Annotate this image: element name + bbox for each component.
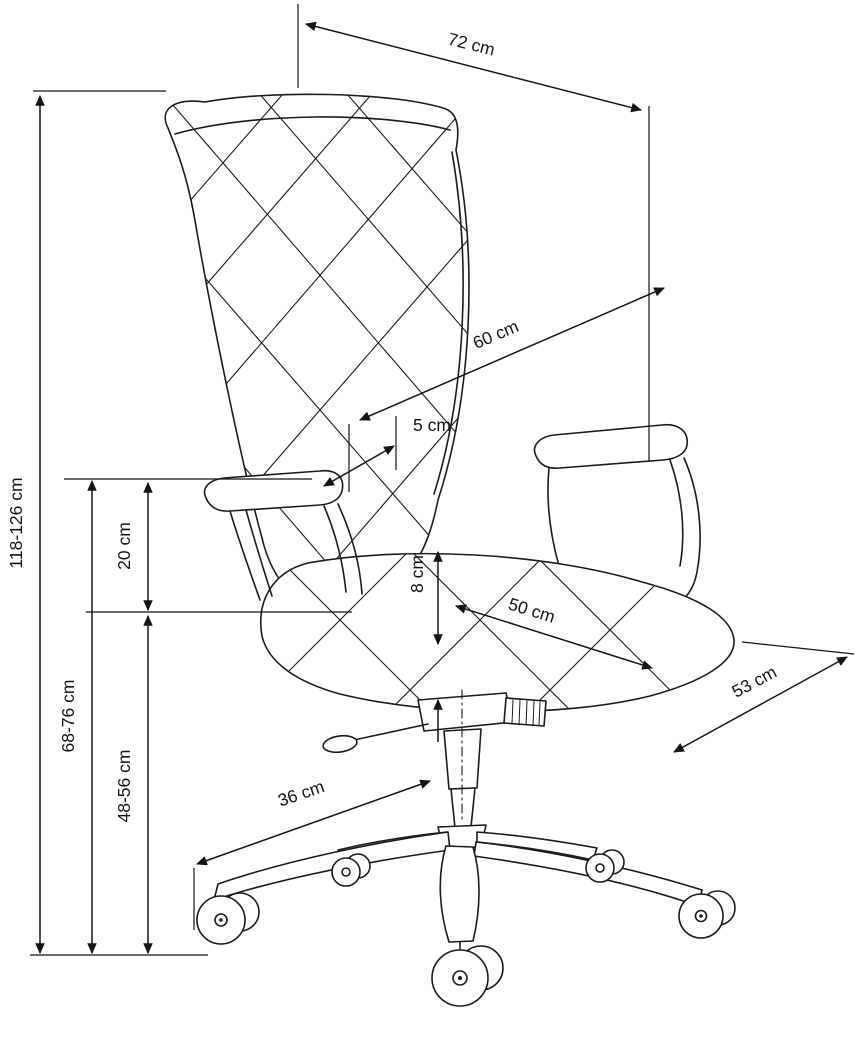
caster-right xyxy=(678,890,736,939)
chair-armrest-left xyxy=(203,469,363,601)
chair-base xyxy=(213,831,703,943)
backrest-top-roll xyxy=(174,116,451,135)
label-armrest-height: 68-76 cm xyxy=(58,680,78,753)
gas-lift-lower xyxy=(450,787,476,829)
tilt-lever-grip xyxy=(322,734,358,754)
label-armrest-offset: 5 cm xyxy=(413,415,451,435)
label-seat-depth: 53 cm xyxy=(728,662,779,702)
caster-left xyxy=(196,892,260,945)
chair-casters xyxy=(196,849,736,1007)
witness-53cm xyxy=(741,641,855,655)
label-base-leg: 36 cm xyxy=(275,776,327,810)
gas-lift-upper xyxy=(443,728,482,790)
label-top-width: 72 cm xyxy=(446,29,497,60)
dimension-line-armrest-offset xyxy=(323,445,395,487)
caster-back-right xyxy=(585,849,625,883)
caster-front xyxy=(431,941,504,1007)
label-seat-thickness: 8 cm xyxy=(407,555,427,593)
tilt-lever xyxy=(353,723,429,741)
dimension-lines xyxy=(35,21,848,955)
chair-mechanism xyxy=(322,692,547,849)
dimension-line-base-leg xyxy=(195,779,432,866)
label-armrest-over-seat: 20 cm xyxy=(114,522,134,570)
label-backrest: 60 cm xyxy=(470,316,522,353)
chair-illustration xyxy=(164,93,736,1007)
label-seat-height: 48-56 cm xyxy=(114,750,134,823)
witness-lines xyxy=(30,4,855,956)
dimension-line-top-width xyxy=(304,21,643,113)
dimension-line-seat-depth xyxy=(673,656,848,753)
label-overall-height: 118-126 cm xyxy=(6,477,26,568)
chair-seat xyxy=(260,552,735,713)
dimension-line-backrest xyxy=(359,287,665,421)
dimension-line-seat-width xyxy=(454,604,654,670)
